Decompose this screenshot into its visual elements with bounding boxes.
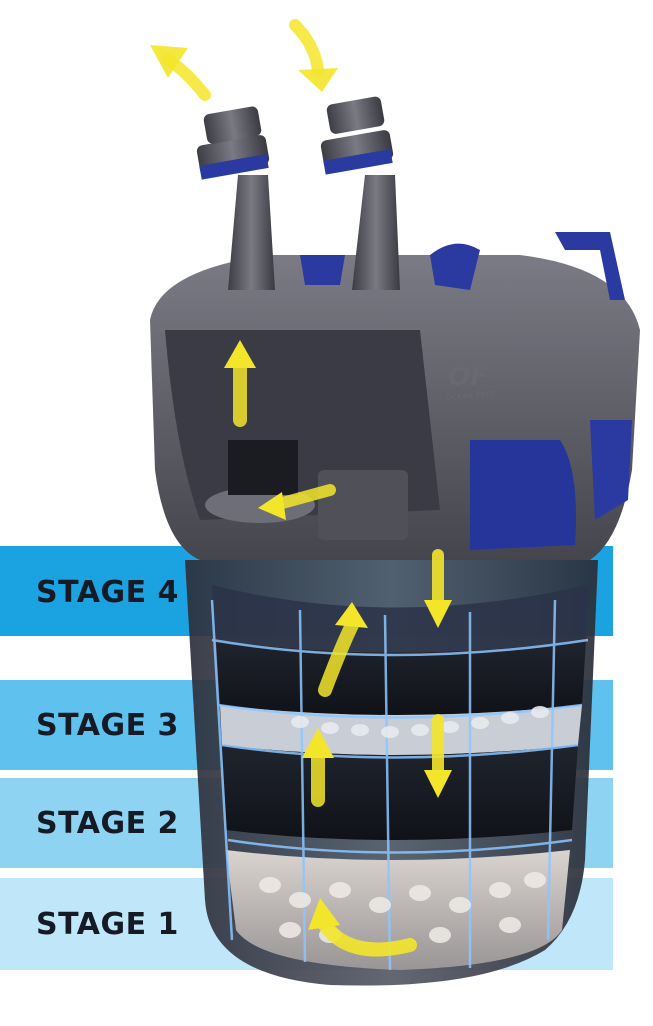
stage-1-label: STAGE 1: [36, 907, 179, 942]
outlet-tube: [196, 106, 275, 290]
stage-2-label: STAGE 2: [36, 806, 179, 841]
stage-3-label: STAGE 3: [36, 708, 179, 743]
brand-logo-mark: OF: [448, 362, 488, 392]
stage-4-label: STAGE 4: [36, 575, 179, 610]
canister-body: [185, 560, 598, 986]
inlet-tube: [320, 96, 400, 290]
flow-arrows: [150, 19, 452, 957]
